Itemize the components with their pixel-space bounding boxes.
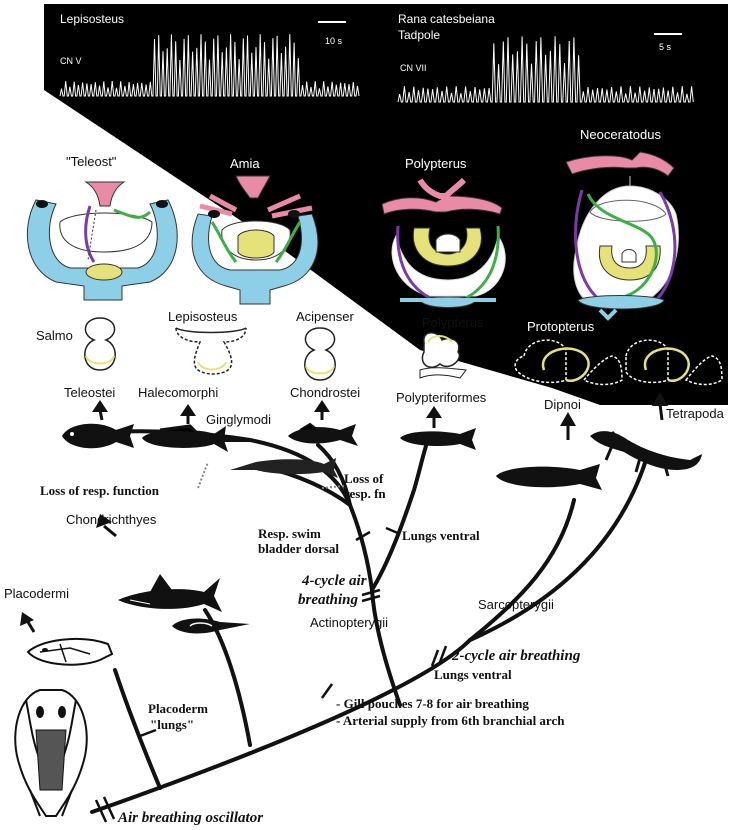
event-2cycle: 2-cycle air breathing	[451, 648, 581, 664]
event-placoderm-2: "lungs"	[150, 717, 194, 732]
heart-diagram-amia	[191, 175, 319, 305]
silhouette-dipnoi	[496, 464, 602, 490]
lung-label-lepisosteus: Lepisosteus	[168, 309, 238, 324]
heart-label-polypterus: Polypterus	[405, 156, 467, 171]
scale-right-label: 5 s	[659, 42, 672, 52]
lung-label-polypterus: Polypterus	[422, 315, 484, 330]
lung-label-acipenser: Acipenser	[296, 309, 354, 324]
tick-oscillator-2	[102, 796, 116, 820]
taxon-label-halecomorphi: Halecomorphi	[138, 385, 218, 400]
event-oscillator: Air breathing oscillator	[117, 810, 263, 826]
scale-left-label: 10 s	[325, 36, 343, 46]
loss-marker-halecomorphi	[197, 461, 209, 489]
trace-lepisosteus: Lepisosteus 10 s CN V	[59, 12, 360, 97]
silhouette-ostracoderm	[14, 689, 88, 817]
trace-left-nerve: CN V	[60, 56, 82, 66]
tick-swim-bladder	[355, 530, 371, 542]
heart-diagram-neoceratodus	[565, 151, 679, 321]
taxon-label-dipnoi: Dipnoi	[544, 397, 581, 412]
tick-4cycle-2	[361, 594, 381, 603]
event-gill-pouches: - Gill pouches 7-8 for air breathing	[336, 696, 529, 711]
taxon-label-placodermi: Placodermi	[4, 586, 69, 601]
tick-lungs-ventral	[385, 526, 401, 536]
taxon-label-polypteriformes: Polypteriformes	[396, 390, 487, 405]
branch-tetrapoda	[468, 458, 648, 642]
silhouette-halecomorphi	[142, 424, 228, 452]
event-4cycle-1: 4-cycle air	[301, 573, 367, 589]
trace-left-title: Lepisosteus	[60, 12, 124, 26]
branch-main-trunk	[90, 498, 576, 814]
trace-rana: Rana catesbeiana Tadpole 5 s CN VII	[397, 12, 694, 103]
event-lungs-ventral-2: Lungs ventral	[434, 667, 512, 682]
silhouette-teleost	[62, 423, 134, 449]
event-bladder-dorsal: bladder dorsal	[258, 541, 339, 556]
silhouette-chondrostei	[288, 422, 358, 446]
tick-gill-pouches	[320, 683, 334, 699]
lung-label-salmo: Salmo	[36, 328, 73, 343]
event-loss-of: Loss of	[344, 471, 384, 486]
tick-oscillator-1	[94, 799, 108, 823]
taxon-label-actinopterygii: Actinopterygii	[310, 615, 388, 630]
trace-right-nerve: CN VII	[400, 63, 427, 73]
event-lungs-ventral-1: Lungs ventral	[402, 528, 480, 543]
lung-label-protopterus: Protopterus	[527, 319, 595, 334]
silhouette-shark	[118, 574, 222, 612]
arrow-tetrapoda	[658, 403, 664, 421]
taxon-label-chondrostei: Chondrostei	[290, 385, 360, 400]
arrow-chondrichthyes	[103, 524, 117, 538]
branch-chondrostei	[316, 443, 352, 507]
event-4cycle-2: breathing	[298, 592, 359, 608]
trace-left-signal	[59, 34, 360, 97]
lung-diagram-lepisosteus: Lepisosteus	[168, 309, 247, 375]
silhouette-polypteriformes	[400, 428, 476, 450]
lung-diagram-acipenser: Acipenser	[296, 309, 354, 381]
event-loss-resp-function: Loss of resp. function	[40, 483, 160, 498]
heart-diagram-polypterus	[381, 177, 506, 308]
branch-polypteriformes	[370, 438, 430, 592]
taxon-label-ginglymodi: Ginglymodi	[206, 412, 271, 427]
taxon-arrows	[20, 392, 668, 633]
heart-label-teleost: "Teleost"	[66, 154, 117, 169]
trace-right-title-2: Tadpole	[398, 28, 440, 42]
phylogeny-tree	[90, 429, 648, 814]
event-arterial: - Arterial supply from 6th branchial arc…	[336, 713, 565, 728]
event-resp-fn: resp. fn	[344, 486, 386, 501]
lung-diagram-polypterus: Polypterus	[419, 315, 484, 379]
tick-placoderm	[139, 728, 157, 738]
tick-2cycle-2	[438, 645, 448, 663]
tick-4cycle-1	[361, 588, 381, 597]
tick-2cycle-1	[430, 649, 440, 667]
event-resp-swim: Resp. swim	[258, 526, 321, 541]
heart-label-neoceratodus: Neoceratodus	[580, 127, 661, 142]
tree-ticks	[94, 526, 448, 823]
taxon-label-tetrapoda: Tetrapoda	[666, 406, 725, 421]
lung-diagram-salmo: Salmo	[36, 317, 116, 371]
silhouette-ginglymodi	[230, 458, 338, 478]
branch-placodermi	[113, 668, 162, 790]
taxon-label-chondrichthyes: Chondrichthyes	[66, 512, 157, 527]
taxon-label-sarcopterygii: Sarcopterygii	[478, 597, 554, 612]
arrow-placodermi	[26, 621, 36, 633]
silhouette-placoderm	[26, 638, 114, 666]
heart-diagram-teleost	[26, 181, 178, 301]
lung-diagram-protopterus: Protopterus	[514, 319, 723, 386]
trace-right-title-1: Rana catesbeiana	[398, 12, 495, 26]
heart-label-amia: Amia	[230, 156, 260, 171]
taxon-label-teleostei: Teleostei	[64, 385, 115, 400]
silhouette-tetrapoda	[590, 430, 702, 477]
silhouette-chimaera	[172, 618, 250, 634]
trace-right-signal	[397, 36, 694, 103]
event-placoderm-1: Placoderm	[148, 701, 208, 716]
